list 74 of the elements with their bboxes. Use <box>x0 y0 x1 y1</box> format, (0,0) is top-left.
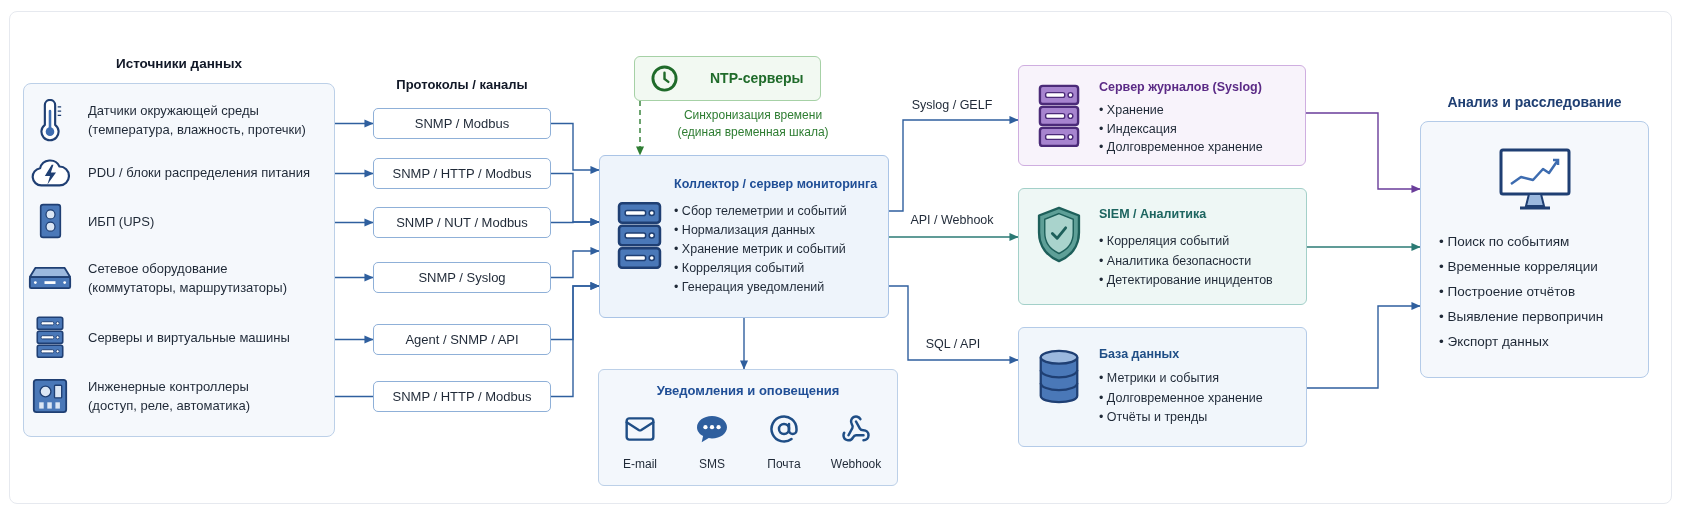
arrow <box>888 115 1019 212</box>
list-item: • Аналитика безопасности <box>1099 252 1253 270</box>
list-item: • Хранение <box>1099 102 1165 119</box>
list-item: • Хранение метрик и событий <box>674 241 847 258</box>
arrow <box>1306 301 1421 389</box>
protocol-box <box>373 381 551 412</box>
protocol-label: SNMP / HTTP / Modbus <box>392 388 532 405</box>
log-server-box <box>1018 65 1306 166</box>
list-item: • Построение отчётов <box>1439 283 1577 301</box>
list-item: • Выявление первопричин <box>1439 308 1605 326</box>
protocol-box <box>373 158 551 189</box>
arrow <box>334 169 374 178</box>
notifications-panel <box>598 369 898 486</box>
list-item: • Долговременное хранение <box>1099 139 1264 156</box>
list-item: • Метрики и события <box>1099 370 1220 387</box>
list-item: • Поиск по событиям <box>1439 233 1571 251</box>
connector-line <box>334 395 374 398</box>
siem-box <box>1018 188 1307 305</box>
protocol-box <box>373 207 551 238</box>
card-title: Коллектор / сервер мониторинга <box>674 176 879 192</box>
card-title: База данных <box>1099 346 1181 362</box>
list-item: • Долговременное хранение <box>1099 389 1264 407</box>
list-item: • Индексация <box>1099 120 1178 138</box>
list-item: • Корреляция событий <box>1099 233 1231 250</box>
channel-label: Почта <box>767 457 801 472</box>
arrow <box>550 281 600 398</box>
protocol-label: SNMP / Syslog <box>418 269 506 286</box>
list-item: • Детектирование инцидентов <box>1099 272 1274 289</box>
list-item: • Сбор телеметрии и событий <box>674 203 848 220</box>
protocol-label: Agent / SNMP / API <box>405 331 519 348</box>
database-box <box>1018 327 1307 447</box>
arrow <box>1305 112 1421 194</box>
channel-label: E-mail <box>623 457 657 472</box>
channel-label: SMS <box>699 457 725 472</box>
source-label: Инженерные контроллеры (доступ, реле, автоматика) <box>88 378 252 415</box>
list-item: • Отчёты и тренды <box>1099 409 1209 426</box>
arrow <box>334 335 374 344</box>
source-label: PDU / блоки распределения питания <box>88 163 310 182</box>
arrow <box>888 232 1019 242</box>
protocol-box <box>373 262 551 293</box>
ntp-server-box <box>634 56 821 101</box>
arrow <box>334 273 374 282</box>
arrow <box>550 217 600 227</box>
list-item: • Нормализация данных <box>674 222 816 239</box>
dashed-arrow <box>635 100 645 156</box>
panel-heading: Анализ и расследование <box>1447 94 1622 110</box>
list-item: • Корреляция событий <box>674 260 806 277</box>
protocol-label: SNMP / HTTP / Modbus <box>392 165 532 182</box>
source-label: ИБП (UPS) <box>88 212 155 231</box>
arrow <box>1306 242 1421 252</box>
arrow <box>550 122 600 175</box>
panel-title: Уведомления и оповещения <box>656 383 840 399</box>
source-label: Сетевое оборудование (коммутаторы, маршрутизаторы) <box>88 260 288 297</box>
arrow <box>550 246 600 279</box>
source-label: Датчики окружающей среды (температура, влажность, протечки) <box>88 102 307 139</box>
arrow <box>334 218 374 227</box>
panel-heading: Источники данных <box>115 56 243 72</box>
list-item: • Экспорт данных <box>1439 333 1550 351</box>
column-heading: Протоколы / каналы <box>395 77 529 93</box>
arrow <box>888 285 1019 365</box>
card-title: SIEM / Аналитика <box>1099 206 1208 222</box>
protocol-box <box>373 324 551 355</box>
protocol-label: SNMP / NUT / Modbus <box>396 214 528 231</box>
card-title: Сервер журналов (Syslog) <box>1099 79 1263 95</box>
list-item: • Генерация уведомлений <box>674 279 826 296</box>
protocol-box <box>373 108 551 139</box>
server-label: NTP-серверы <box>710 70 804 87</box>
protocol-label: SNMP / Modbus <box>414 115 510 132</box>
channel-label: Webhook <box>830 457 882 472</box>
source-label: Серверы и виртуальные машины <box>88 328 290 347</box>
list-item: • Временные корреляции <box>1439 258 1599 276</box>
arrow <box>739 317 749 370</box>
arrow <box>334 119 374 128</box>
collector-server-box <box>599 155 889 318</box>
